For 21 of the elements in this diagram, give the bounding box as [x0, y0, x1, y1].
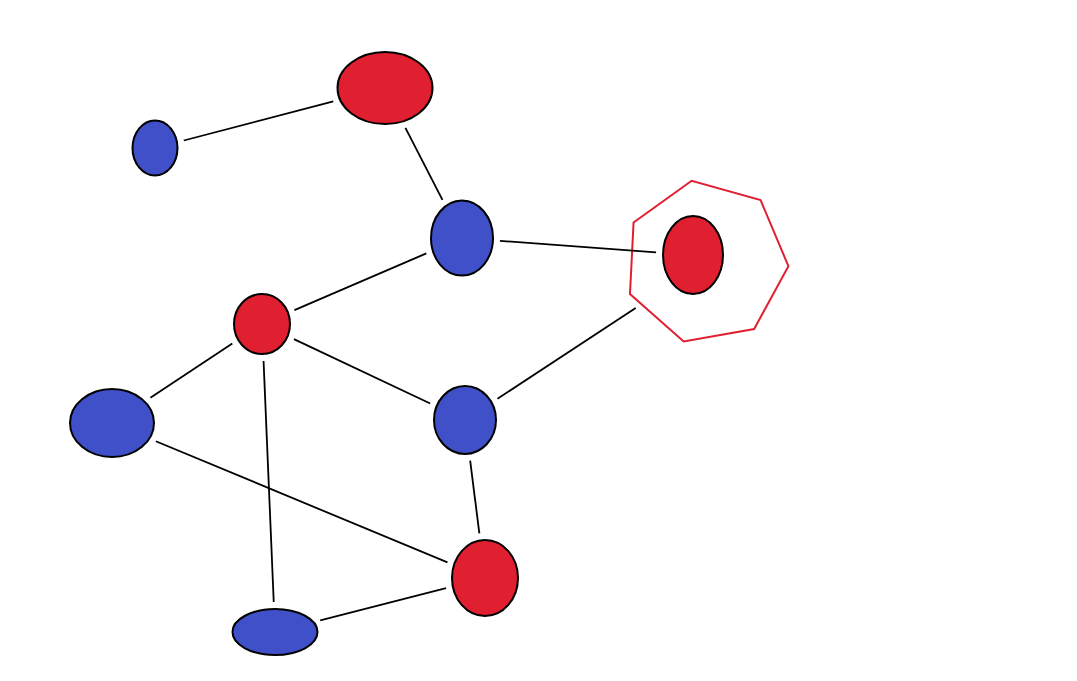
connector-line	[404, 126, 444, 201]
scribbled-circle	[430, 199, 494, 277]
connector-line	[319, 587, 447, 622]
scribbled-circle	[451, 539, 519, 617]
connector-line	[499, 239, 657, 254]
connector-line	[262, 360, 275, 603]
connector-line	[293, 338, 432, 405]
scribbled-circle	[231, 608, 319, 656]
connector-line	[293, 252, 428, 311]
connector-line	[154, 440, 449, 564]
scribbled-circle	[662, 215, 724, 295]
scribbled-circle	[131, 119, 179, 177]
scribbled-circle	[433, 385, 497, 455]
scribbled-circle	[69, 388, 155, 458]
connector-line	[182, 100, 335, 142]
connector-line	[496, 307, 637, 400]
scribbled-circle	[233, 293, 291, 355]
connector-line	[149, 342, 234, 399]
scribbled-circle	[336, 51, 434, 125]
connector-line	[469, 459, 481, 535]
ring-outline	[628, 179, 790, 343]
